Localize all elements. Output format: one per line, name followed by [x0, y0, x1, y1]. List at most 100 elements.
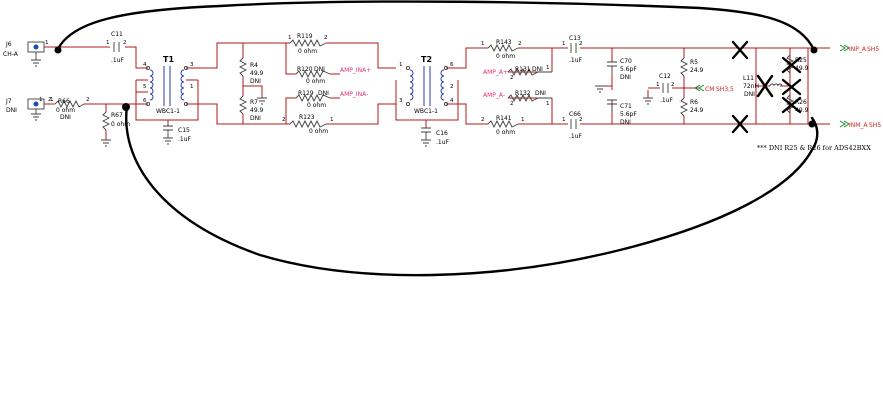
- r132-pin1: 1: [546, 101, 550, 107]
- ink-loop-top: [56, 0, 816, 52]
- net-label-amp-a-minus: AMP_A-: [483, 92, 505, 99]
- r132-dni: DNI: [535, 90, 546, 97]
- c66-value: .1uF: [569, 133, 583, 140]
- resistor-r143: R143 0 ohm 1 2: [481, 39, 522, 60]
- c13-pin2: 2: [579, 41, 583, 47]
- wire-r4-r7: [242, 43, 263, 124]
- resistor-r119: R119 0 ohm 1 2: [288, 33, 328, 55]
- c70-ref: C70: [620, 58, 632, 65]
- t1-pin-1: 1: [190, 84, 194, 90]
- r120-ref: R120: [297, 66, 313, 73]
- wire-t1-secondary: [186, 42, 290, 125]
- net-label-amp-a-plus: AMP_A+: [483, 69, 508, 76]
- wire-j6-c11: [44, 46, 148, 69]
- c15-value: .1uF: [178, 136, 192, 143]
- wire-r120-r129: [285, 43, 340, 124]
- r120-dni: DNI: [314, 66, 325, 73]
- resistor-r141: R141 0 ohm 1 2: [481, 115, 525, 136]
- r67-value: 0 ohm: [111, 121, 130, 128]
- wire-t2-box: [395, 80, 459, 128]
- c13-ref: C13: [569, 35, 581, 42]
- wire-r131-r132: [508, 48, 553, 124]
- r7-value: 49.9: [250, 107, 264, 114]
- ink-strike-r26: [731, 114, 749, 134]
- ink-strike-r-mid: [781, 78, 802, 96]
- r119-pin2: 2: [324, 35, 328, 41]
- r129-dni: DNI: [318, 90, 329, 97]
- t2-part: WBC1-1: [414, 108, 438, 115]
- r7-ref: R7: [250, 99, 258, 106]
- connector-j7: J7 DNI 1 2: [5, 97, 52, 121]
- r132-pin2: 2: [510, 101, 514, 107]
- r123-pin2: 2: [282, 117, 286, 123]
- r123-value: 0 ohm: [309, 128, 328, 135]
- c15-ref: C15: [178, 127, 190, 134]
- wire-r5-r6: [683, 48, 700, 124]
- ink-strike-r26b: [781, 96, 802, 114]
- j6-pin: 1: [45, 40, 49, 46]
- r123-pin1: 1: [330, 117, 334, 123]
- r129-ref: R129: [298, 90, 314, 97]
- l11-dni: DNI: [744, 91, 755, 98]
- t1-ref: T1: [163, 55, 174, 64]
- capacitor-c13: C13 .1uF 1 2: [562, 35, 583, 64]
- c16-value: .1uF: [436, 139, 450, 146]
- r4-dni: DNI: [250, 78, 261, 85]
- c11-ref: C11: [111, 31, 123, 38]
- j7-pin2: 2: [48, 97, 52, 103]
- ground-c70: [595, 85, 605, 93]
- ink-dot-left-top: [54, 46, 62, 54]
- t2-pin-6: 6: [450, 62, 454, 68]
- r66-ref: R66: [58, 98, 70, 105]
- connector-j6: J6 CH-A 1: [3, 40, 49, 67]
- ink-dot-right-top: [810, 46, 818, 54]
- ink-loop-bottom: [125, 104, 819, 277]
- r6-ref: R6: [690, 99, 698, 106]
- resistor-r6: R6 24.9: [679, 97, 704, 117]
- port-inm-label: INM_A: [849, 122, 868, 129]
- inductor-l11: L11 72nH DNI: [743, 75, 783, 98]
- port-cm-sheet: SH3,5: [716, 86, 734, 93]
- resistor-r66: R66 0 ohm DNI 1 2: [50, 97, 90, 121]
- ink-strike-l11: [756, 74, 774, 98]
- t2-pin-4: 4: [450, 98, 454, 104]
- c71-value: 5.6pF: [620, 111, 637, 118]
- c13-pin1: 1: [562, 41, 566, 47]
- r7-dni: DNI: [250, 115, 261, 122]
- resistor-r129: R129 DNI 0 ohm: [295, 90, 331, 109]
- t1-pin-6: 6: [143, 98, 147, 104]
- ink-dot-right-bottom: [808, 120, 816, 128]
- port-inm-sheet: SH5: [869, 122, 881, 129]
- r143-value: 0 ohm: [496, 53, 515, 60]
- c66-pin1: 1: [562, 117, 566, 123]
- j6-ref: J6: [5, 41, 12, 48]
- c16-ref: C16: [436, 130, 448, 137]
- r119-value: 0 ohm: [298, 48, 317, 55]
- transformer-t2: T2 WBC1-1 1 6 2 3 4: [399, 55, 454, 115]
- c70-value: 5.6pF: [620, 66, 637, 73]
- j6-name: CH-A: [3, 51, 19, 58]
- r25-value: 49.9: [795, 65, 809, 72]
- r141-pin1: 1: [521, 117, 525, 123]
- port-inp-label: INP_A: [849, 46, 867, 53]
- hand-drawn-annotations: [54, 0, 819, 277]
- port-inp-sheet: SH5: [867, 46, 879, 53]
- t2-pin-1: 1: [399, 62, 403, 68]
- c12-value: .1uF: [660, 97, 674, 104]
- wire-t2-secondary: [446, 47, 488, 125]
- r6-value: 24.9: [690, 107, 704, 114]
- r141-ref: R141: [496, 115, 512, 122]
- r66-pin2: 2: [86, 97, 90, 103]
- resistor-r7: R7 49.9 DNI: [238, 95, 264, 122]
- port-cm: CM SH3,5: [694, 84, 734, 93]
- resistor-r123: R123 0 ohm 1 2: [282, 114, 334, 135]
- r143-ref: R143: [496, 39, 512, 46]
- c66-ref: C66: [569, 111, 581, 118]
- r4-value: 49.9: [250, 70, 264, 77]
- r120-value: 0 ohm: [306, 78, 325, 85]
- r119-pin1: 1: [288, 35, 292, 41]
- resistor-r67: R67 0 ohm: [101, 111, 130, 147]
- port-cm-label: CM: [705, 86, 714, 93]
- c12-pin2: 2: [671, 82, 675, 88]
- r66-dni: DNI: [60, 114, 71, 121]
